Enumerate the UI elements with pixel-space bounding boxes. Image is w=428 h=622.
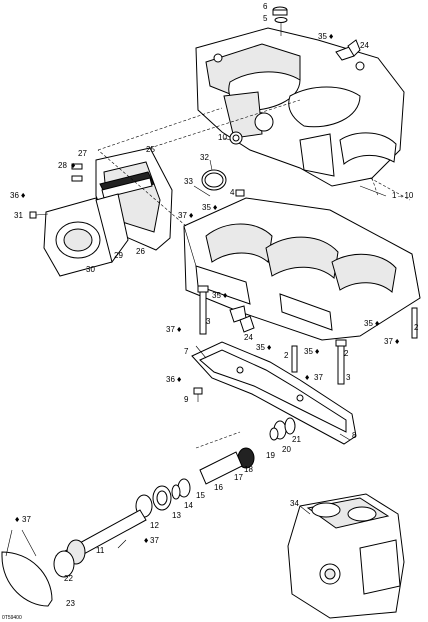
callout-4: 4 [230,188,235,197]
drawing-reference: 0T59400 [2,615,22,621]
elbow-fitting [335,39,361,61]
bottom-gasket [191,341,357,445]
lower-fitting [229,305,255,333]
callout-2: 2 [284,351,289,360]
drive-shaft-assembly [1,417,296,607]
callout-28: 28 [58,161,67,170]
callout-21: 21 [292,435,301,444]
callout-17: 17 [234,473,243,482]
callout-24: 24 [244,333,253,342]
callout-19: 19 [266,451,275,460]
oil-drop-icon: ♦ [20,192,26,200]
screws-cover [29,163,83,219]
callout-20: 20 [282,445,291,454]
oil-drop-icon: ♦ [14,516,20,524]
callout-37: 37 [22,515,31,524]
oil-drop-icon: ♦ [143,537,149,545]
callout-36: 36 [166,375,175,384]
callout-3: 3 [206,317,211,326]
callout-22: 22 [64,574,73,583]
callout-35: 35 [212,291,221,300]
callout-15: 15 [196,491,205,500]
callout-6: 6 [263,2,268,11]
callout-23: 23 [66,599,75,608]
plug-4 [235,189,245,197]
oil-drop-icon: ♦ [176,376,182,384]
leader-lines [5,137,387,557]
callout-8: 8 [352,431,357,440]
oil-seal [229,131,243,145]
screw-9 [193,387,203,402]
oil-drop-icon: ♦ [266,344,272,352]
callout-35: 35 [256,343,265,352]
callout-9: 9 [184,395,189,404]
callout-37: 37 [150,536,159,545]
callout-35: 35 [304,347,313,356]
callout-27: 27 [78,149,87,158]
callout-2: 2 [414,323,419,332]
callout-10: 10 [218,133,227,142]
callout-30: 30 [86,265,95,274]
callout-34: 34 [290,499,299,508]
exhaust-flange [43,193,129,277]
callout-35: 35 [364,319,373,328]
callout-18: 18 [244,465,253,474]
callout-labels: 6 5 35 ♦ 24 10 25 32 27 28 ♦ 33 4 35 ♦ 3… [2,2,419,621]
lower-crankcase [183,197,421,341]
callout-5: 5 [263,14,268,23]
callout-37: 37 [166,325,175,334]
guide-lines [97,99,411,449]
callout-36: 36 [10,191,19,200]
oil-drop-icon: ♦ [70,162,76,170]
engine-assembly [287,493,405,619]
callout-13: 13 [172,511,181,520]
oil-drop-icon: ♦ [222,292,228,300]
oil-drop-icon: ♦ [212,204,218,212]
callout-35: 35 [202,203,211,212]
callout-31: 31 [14,211,23,220]
upper-crankcase [195,27,405,187]
callout-35: 35 [318,32,327,41]
oil-drop-icon: ♦ [304,374,310,382]
callout-12: 12 [150,521,159,530]
callout-26: 26 [136,247,145,256]
o-ring [201,169,227,191]
callout-29: 29 [114,251,123,260]
callout-37: 37 [178,211,187,220]
callout-11: 11 [96,546,105,555]
callout-37: 37 [314,373,323,382]
callout-2: 2 [344,349,349,358]
callout-1-10: 1→10 [392,191,414,200]
oil-drop-icon: ♦ [374,320,380,328]
callout-32: 32 [200,153,209,162]
callout-14: 14 [184,501,193,510]
callout-3: 3 [346,373,351,382]
callout-7: 7 [184,347,189,356]
callout-37: 37 [384,337,393,346]
oil-drop-icon: ♦ [394,338,400,346]
oil-drop-icon: ♦ [314,348,320,356]
callout-25: 25 [146,145,155,154]
callout-16: 16 [214,483,223,492]
oil-drop-icon: ♦ [176,326,182,334]
plug-cap [272,6,288,36]
crankcase-bolts [197,285,418,385]
callout-24: 24 [360,41,369,50]
callout-33: 33 [184,177,193,186]
oil-drop-icon: ♦ [188,212,194,220]
oil-drop-icon: ♦ [328,33,334,41]
